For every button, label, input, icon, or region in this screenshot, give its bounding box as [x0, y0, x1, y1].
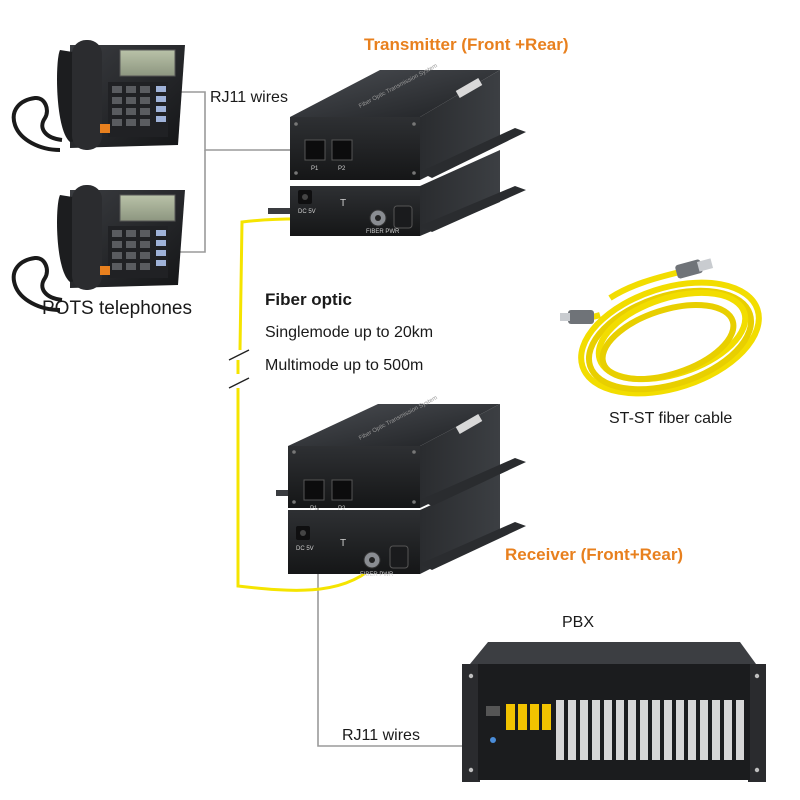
receiver-device	[276, 404, 526, 574]
transmitter-label: Transmitter (Front +Rear)	[364, 35, 569, 54]
rx-power-label: DC 5V	[296, 546, 314, 552]
pbx-rack	[462, 642, 766, 782]
rj11-wires-top-label: RJ11 wires	[210, 89, 288, 106]
fiber-break-marks	[228, 349, 250, 389]
singlemode-label: Singlemode up to 20km	[265, 324, 434, 341]
telephone-top	[11, 40, 185, 152]
rx-port2-label: P2	[338, 506, 346, 512]
st-st-cable-label: ST-ST fiber cable	[609, 410, 733, 427]
rx-t-mark: T	[340, 538, 346, 549]
rx-port1-label: P1	[310, 506, 318, 512]
tx-power-label: DC 5V	[298, 209, 316, 215]
rj11-wires-top	[178, 91, 300, 253]
multimode-label: Multimode up to 500m	[265, 357, 424, 374]
fiber-optic-title: Fiber optic	[265, 290, 352, 309]
tx-t-mark: T	[340, 198, 346, 209]
telephone-bottom	[11, 185, 185, 312]
pots-telephones-label: POTS telephones	[42, 298, 192, 319]
transmitter-device	[268, 70, 526, 236]
rx-fiber-pwr-label: FIBER PWR	[360, 572, 394, 578]
tx-port1-label: P1	[311, 166, 319, 172]
st-connector-top	[675, 258, 714, 279]
tx-port2-label: P2	[338, 166, 346, 172]
receiver-label: Receiver (Front+Rear)	[505, 545, 684, 564]
st-st-fiber-cable	[578, 269, 762, 397]
tx-fiber-pwr-label: FIBER PWR	[366, 229, 400, 235]
st-connector-bottom	[560, 310, 594, 324]
pbx-label: PBX	[562, 614, 595, 631]
rj11-wires-bottom	[317, 500, 468, 747]
rj11-wires-bottom-label: RJ11 wires	[342, 727, 420, 744]
